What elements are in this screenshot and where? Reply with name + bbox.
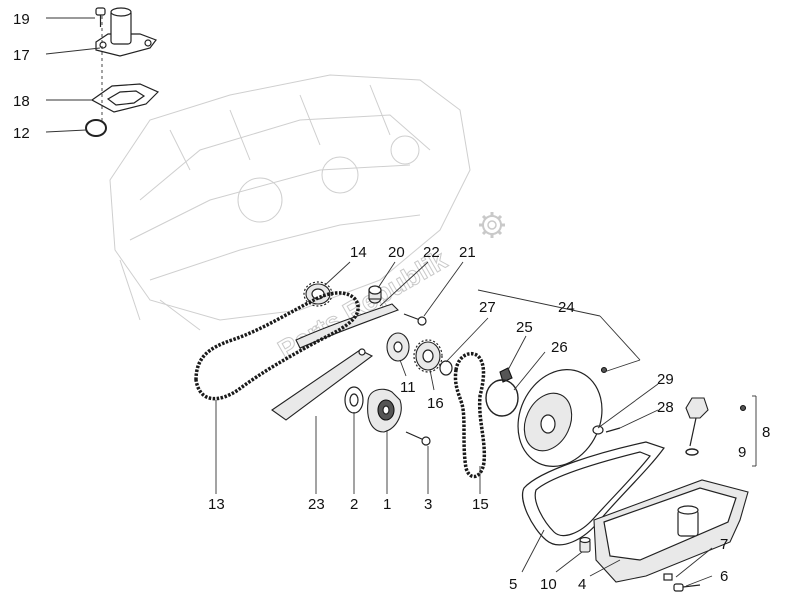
callout-24: 24 [558, 299, 575, 316]
callout-9: 9 [738, 444, 746, 461]
part-23-chain-slider [271, 348, 374, 421]
callout-8: 8 [762, 424, 770, 441]
callout-7: 7 [720, 536, 728, 553]
callout-6: 6 [720, 568, 728, 585]
part-18-gasket [90, 83, 160, 113]
callout-16: 16 [427, 395, 444, 412]
callout-23: 23 [308, 496, 325, 513]
callout-19: 19 [13, 11, 30, 28]
callout-3: 3 [424, 496, 432, 513]
part-8-dipstick [685, 397, 747, 456]
callout-29: 29 [657, 371, 674, 388]
part-3-screw [405, 431, 431, 446]
part-10-drain-plug [579, 536, 591, 553]
part-1-oil-pump [367, 388, 402, 433]
callout-1: 1 [383, 496, 391, 513]
callout-5: 5 [509, 576, 517, 593]
callout-26: 26 [551, 339, 568, 356]
callout-21: 21 [459, 244, 476, 261]
part-4-oil-pan [593, 479, 749, 583]
callout-labels: 19 17 18 12 14 20 22 21 27 24 25 26 11 1… [13, 11, 770, 593]
part-24-pump-cover [517, 366, 608, 467]
part-20-bushing [368, 285, 382, 304]
part-28-screw [605, 427, 621, 433]
callout-22: 22 [423, 244, 440, 261]
callout-27: 27 [479, 299, 496, 316]
part-7-washer [663, 573, 673, 581]
part-16-pump-sprocket [413, 339, 453, 376]
part-15-pump-chain [453, 351, 487, 479]
callout-20: 20 [388, 244, 405, 261]
callout-25: 25 [516, 319, 533, 336]
callout-15: 15 [472, 496, 489, 513]
callout-14: 14 [350, 244, 367, 261]
part-12-o-ring [85, 119, 107, 137]
callout-18: 18 [13, 93, 30, 110]
part-6-bolt [673, 583, 701, 592]
callout-12: 12 [13, 125, 30, 142]
callout-17: 17 [13, 47, 30, 64]
part-19-bolt [95, 7, 106, 27]
watermark-gear-icon [479, 212, 505, 238]
leader-lines [45, 16, 757, 587]
callout-28: 28 [657, 399, 674, 416]
callout-2: 2 [350, 496, 358, 513]
part-13-timing-chain [194, 291, 360, 401]
part-5-oil-pan-gasket [522, 441, 665, 546]
callout-11: 11 [400, 379, 416, 396]
callout-4: 4 [578, 576, 586, 593]
part-26-o-ring [485, 379, 519, 417]
part-21-screw [403, 313, 427, 326]
part-29-washer [592, 425, 604, 435]
engine-block-ghost-outline [109, 74, 471, 331]
part-11-washer [386, 332, 410, 362]
part-25-clip [499, 367, 513, 383]
part-2-pump-gasket [344, 386, 364, 414]
callout-13: 13 [208, 496, 225, 513]
callout-10: 10 [540, 576, 557, 593]
part-17-tensioner-housing [95, 7, 157, 57]
